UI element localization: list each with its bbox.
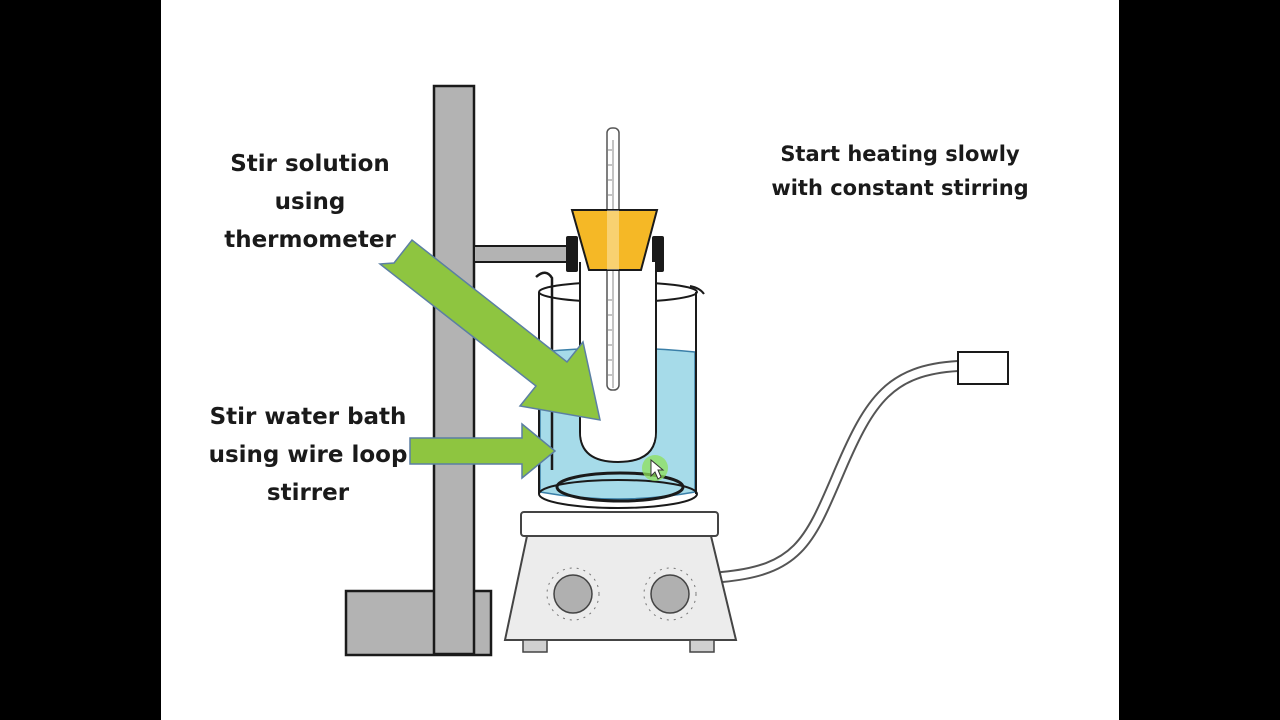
- stopper-thermometer-section: [607, 210, 619, 270]
- wire-loop-ring: [555, 471, 685, 503]
- label-stir-water-bath: Stir water bath using wire loop stirrer: [183, 398, 433, 512]
- label-stir-solution-line3: thermometer: [224, 227, 396, 253]
- power-plug: [957, 351, 1009, 385]
- hotplate-top: [520, 511, 719, 537]
- arrow-stir-solution: [378, 238, 601, 421]
- heat-knob[interactable]: [546, 567, 600, 621]
- arrow-stir-water-bath: [409, 422, 557, 480]
- clamp-arm: [473, 245, 573, 263]
- hotplate-foot-right: [689, 639, 715, 653]
- power-cord-inner: [718, 362, 962, 581]
- stir-knob[interactable]: [643, 567, 697, 621]
- label-stir-solution-line1: Stir solution: [230, 151, 390, 177]
- label-stir-water-bath-line2: using wire loop: [208, 442, 408, 468]
- wire-loop-stirrer-shaft: [535, 271, 554, 470]
- label-stir-solution: Stir solution using thermometer: [195, 145, 425, 259]
- hotplate-foot-left: [522, 639, 548, 653]
- clamp-jaw-left: [566, 236, 578, 272]
- pointer-cursor-icon: [642, 455, 668, 481]
- stand-rod: [432, 84, 476, 656]
- label-start-heating-line2: with constant stirring: [771, 176, 1029, 200]
- beaker-bottom: [538, 479, 698, 509]
- hotplate-body: [503, 535, 738, 641]
- label-stir-water-bath-line3: stirrer: [266, 480, 350, 506]
- rubber-stopper: [570, 209, 659, 271]
- label-stir-water-bath-line1: Stir water bath: [209, 404, 407, 430]
- label-start-heating-line1: Start heating slowly: [780, 142, 1020, 166]
- test-tube-fill: [581, 390, 655, 460]
- beaker-spout: [689, 285, 705, 295]
- label-stir-solution-line2: using: [274, 189, 346, 215]
- label-start-heating: Start heating slowly with constant stirr…: [745, 137, 1055, 205]
